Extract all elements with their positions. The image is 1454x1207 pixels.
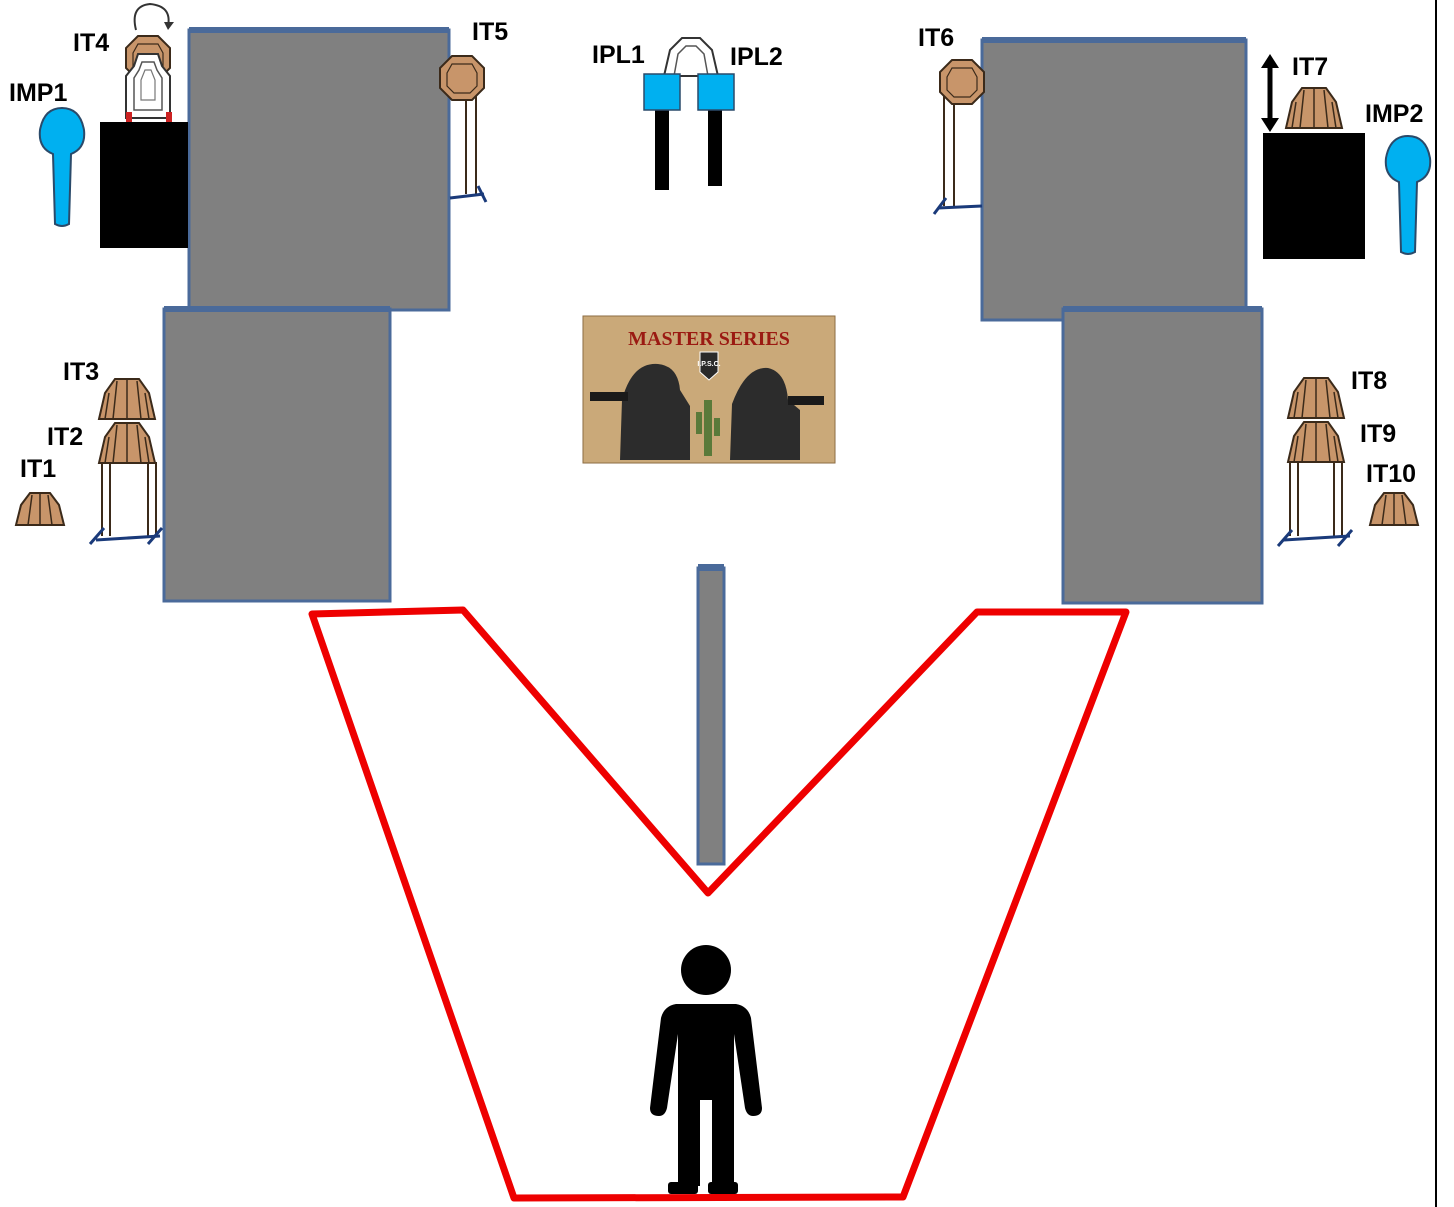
shooter-icon bbox=[650, 945, 762, 1194]
master-series-logo: MASTER SERIES I.P.S.C. bbox=[582, 315, 836, 464]
label-imp2: IMP2 bbox=[1365, 100, 1423, 128]
barrel-left bbox=[100, 122, 188, 248]
logo-badge: I.P.S.C. bbox=[697, 361, 720, 368]
wall-mid-left bbox=[162, 306, 392, 603]
it1-steel-target bbox=[15, 492, 65, 526]
it3-steel-target bbox=[98, 378, 156, 420]
shooting-area-fault-line bbox=[308, 606, 1130, 1202]
it2-steel-target bbox=[98, 422, 156, 464]
it8-steel-target bbox=[1287, 377, 1345, 419]
it10-steel-target bbox=[1369, 492, 1419, 526]
label-it6: IT6 bbox=[918, 24, 954, 52]
label-it8: IT8 bbox=[1351, 367, 1387, 395]
it8-it9-target-stand bbox=[1276, 458, 1354, 547]
label-imp1: IMP1 bbox=[9, 79, 67, 107]
label-ipl2: IPL2 bbox=[730, 43, 783, 71]
wall-center-divider bbox=[696, 564, 726, 866]
label-it1: IT1 bbox=[20, 455, 56, 483]
imp1-no-shoot-target bbox=[38, 107, 86, 227]
wall-top-left bbox=[187, 27, 451, 312]
label-it3: IT3 bbox=[63, 358, 99, 386]
it5-target bbox=[439, 55, 488, 203]
it6-target bbox=[932, 59, 985, 215]
wall-mid-right bbox=[1061, 306, 1264, 605]
label-it10: IT10 bbox=[1366, 460, 1416, 488]
wall-top-right bbox=[980, 37, 1248, 322]
label-it4: IT4 bbox=[73, 29, 109, 57]
label-it5: IT5 bbox=[472, 18, 508, 46]
label-it7: IT7 bbox=[1292, 53, 1328, 81]
it2-it3-target-stand bbox=[88, 462, 164, 545]
it7-moving-target bbox=[1261, 54, 1343, 132]
logo-title: MASTER SERIES bbox=[628, 328, 790, 350]
label-it2: IT2 bbox=[47, 423, 83, 451]
barrel-right bbox=[1263, 133, 1365, 259]
label-it9: IT9 bbox=[1360, 420, 1396, 448]
imp2-no-shoot-target bbox=[1384, 135, 1432, 255]
it4-target bbox=[125, 2, 174, 126]
label-ipl1: IPL1 bbox=[592, 41, 645, 69]
ipl-poppers bbox=[643, 37, 735, 190]
it9-steel-target bbox=[1287, 421, 1345, 463]
